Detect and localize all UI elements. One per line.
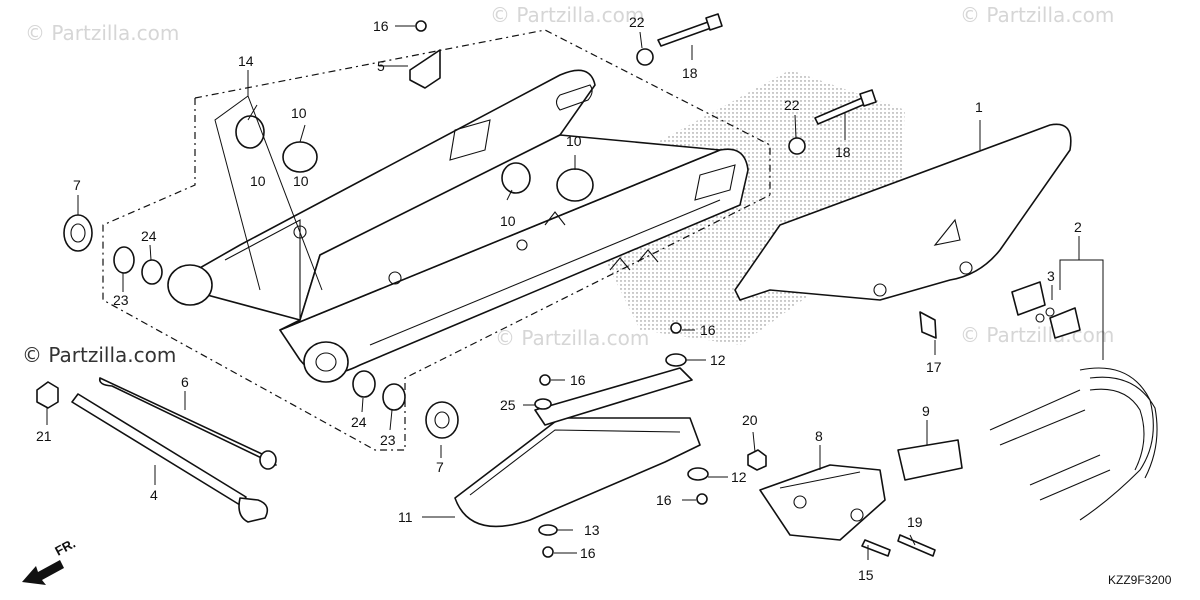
callout-3[interactable]: 3 xyxy=(1047,268,1055,284)
callout-9[interactable]: 9 xyxy=(922,403,930,419)
callout-16[interactable]: 16 xyxy=(700,322,716,338)
callout-7[interactable]: 7 xyxy=(73,177,81,193)
callout-11[interactable]: 11 xyxy=(398,509,413,525)
needle-bearing xyxy=(113,246,406,411)
chain-joint xyxy=(1011,281,1081,339)
pivot-bolt xyxy=(71,393,269,523)
callout-4[interactable]: 4 xyxy=(150,487,158,503)
watermark: © Partzilla.com xyxy=(495,326,649,350)
callout-8[interactable]: 8 xyxy=(815,428,823,444)
dust-seal xyxy=(141,259,376,398)
nuts xyxy=(36,381,767,471)
grommets xyxy=(665,353,709,481)
callout-12[interactable]: 12 xyxy=(710,352,726,368)
chain-guide-plate xyxy=(534,367,693,426)
callout-10[interactable]: 10 xyxy=(293,173,309,189)
callout-13[interactable]: 13 xyxy=(584,522,600,538)
callout-22[interactable]: 22 xyxy=(629,14,645,30)
bolts xyxy=(415,13,937,558)
group-box-outline xyxy=(194,29,771,195)
callout-16[interactable]: 16 xyxy=(580,545,596,561)
slider-block xyxy=(897,439,963,481)
callout-22[interactable]: 22 xyxy=(784,97,800,113)
direction-label: FR. xyxy=(52,536,78,559)
diagram-code: KZZ9F3200 xyxy=(1108,573,1172,587)
callout-16[interactable]: 16 xyxy=(656,492,672,508)
guide-slipper xyxy=(759,464,886,541)
watermark: © Partzilla.com xyxy=(22,343,176,367)
washers xyxy=(534,48,806,536)
chain-case xyxy=(734,123,1072,301)
callout-5[interactable]: 5 xyxy=(377,58,385,74)
callout-1[interactable]: 1 xyxy=(975,99,983,115)
watermark: © Partzilla.com xyxy=(960,3,1114,27)
callout-7[interactable]: 7 xyxy=(436,459,444,475)
callout-10[interactable]: 10 xyxy=(250,173,266,189)
callout-25[interactable]: 25 xyxy=(500,397,516,413)
callout-15[interactable]: 15 xyxy=(858,567,874,583)
callout-18[interactable]: 18 xyxy=(835,144,851,160)
callout-18[interactable]: 18 xyxy=(682,65,698,81)
callout-14[interactable]: 14 xyxy=(238,53,254,69)
callout-10[interactable]: 10 xyxy=(566,133,582,149)
group-box-outline xyxy=(102,98,771,451)
front-direction-arrow: FR. xyxy=(22,536,78,585)
callout-6[interactable]: 6 xyxy=(181,374,189,390)
callout-10[interactable]: 10 xyxy=(291,105,307,121)
callout-24[interactable]: 24 xyxy=(141,228,157,244)
callout-2[interactable]: 2 xyxy=(1074,219,1082,235)
pivot-collar xyxy=(98,377,277,470)
callout-12[interactable]: 12 xyxy=(731,469,747,485)
callout-16[interactable]: 16 xyxy=(570,372,586,388)
bearing xyxy=(63,214,459,439)
callout-19[interactable]: 19 xyxy=(907,514,923,530)
watermark: © Partzilla.com xyxy=(960,323,1114,347)
callout-24[interactable]: 24 xyxy=(351,414,367,430)
chain-stopper xyxy=(409,49,441,89)
callout-17[interactable]: 17 xyxy=(926,359,942,375)
watermark: © Partzilla.com xyxy=(25,21,179,45)
callout-10[interactable]: 10 xyxy=(500,213,516,229)
leader-lines xyxy=(46,25,1104,560)
callout-23[interactable]: 23 xyxy=(113,292,129,308)
watermark: © Partzilla.com xyxy=(490,3,644,27)
callout-21[interactable]: 21 xyxy=(36,428,52,444)
drive-chain xyxy=(989,367,1158,521)
rubber-bushing xyxy=(235,115,594,202)
callout-16[interactable]: 16 xyxy=(373,18,389,34)
chain-slider xyxy=(454,417,701,528)
swingarm xyxy=(167,69,749,383)
callout-20[interactable]: 20 xyxy=(742,412,758,428)
callout-23[interactable]: 23 xyxy=(380,432,396,448)
